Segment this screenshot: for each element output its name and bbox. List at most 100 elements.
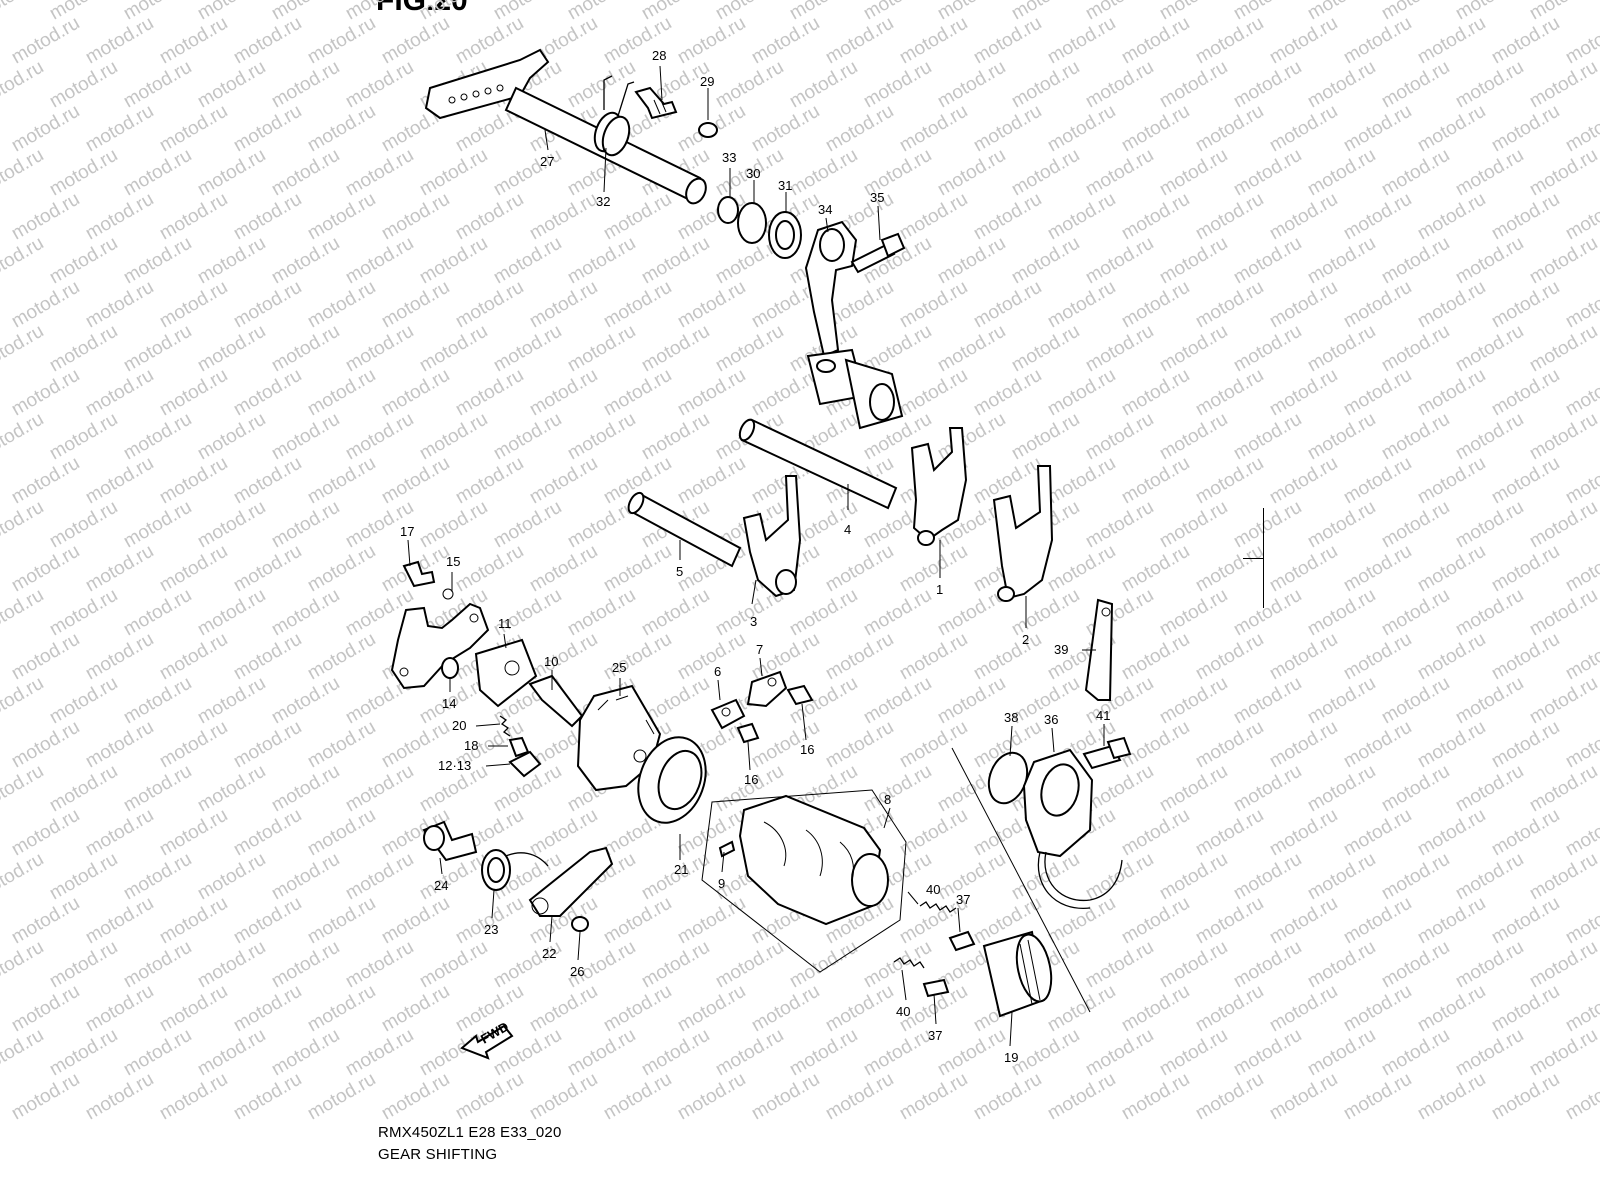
watermark-text: motod.ru	[452, 13, 527, 69]
circlip-33[interactable]	[717, 196, 739, 224]
cam-driven-gear-11[interactable]	[474, 638, 538, 708]
watermark-text: motod.ru	[1266, 717, 1341, 773]
watermark-text: motod.ru	[1562, 189, 1600, 245]
shift-fork-shaft-4[interactable]	[737, 417, 898, 510]
gearshift-cam-stopper-plate[interactable]	[390, 588, 490, 690]
watermark-text: motod.ru	[230, 189, 305, 245]
washer-30[interactable]	[737, 202, 767, 244]
gearshift-cam-8[interactable]	[701, 789, 907, 973]
pin-37a[interactable]	[948, 930, 976, 952]
clamp-39[interactable]	[1084, 598, 1114, 701]
watermark-text: motod.ru	[304, 717, 379, 773]
watermark-text: motod.ru	[82, 13, 157, 69]
watermark-text: motod.ru	[638, 321, 713, 377]
watermark-text: motod.ru	[896, 629, 971, 685]
watermark-text: motod.ru	[268, 673, 343, 729]
bolt-17[interactable]	[402, 560, 436, 588]
watermark-text: motod.ru	[600, 629, 675, 685]
pin-12-13[interactable]	[508, 750, 542, 778]
gear-position-switch-36[interactable]	[1022, 748, 1123, 909]
spring-20[interactable]	[499, 715, 511, 737]
watermark-text: motod.ru	[230, 453, 305, 509]
watermark-text: motod.ru	[1452, 585, 1527, 641]
watermark-text: motod.ru	[1414, 277, 1489, 333]
watermark-text: motod.ru	[156, 13, 231, 69]
shift-fork-1[interactable]	[910, 427, 968, 546]
watermark-text: motod.ru	[156, 101, 231, 157]
watermark-text: motod.ru	[1378, 233, 1453, 289]
watermark-text: motod.ru	[378, 13, 453, 69]
watermark-text: motod.ru	[268, 233, 343, 289]
callout-12-13: 12·13	[438, 758, 471, 773]
watermark-text: motod.ru	[342, 145, 417, 201]
washer-14[interactable]	[441, 657, 459, 679]
spring-23[interactable]	[481, 849, 549, 891]
watermark-text: motod.ru	[378, 277, 453, 333]
watermark-text: motod.ru	[600, 189, 675, 245]
washer-29[interactable]	[698, 122, 718, 138]
callout-5: 5	[676, 564, 683, 579]
watermark-text: motod.ru	[304, 453, 379, 509]
spring-40b[interactable]	[893, 957, 925, 969]
watermark-text: motod.ru	[1304, 57, 1379, 113]
watermark-text: motod.ru	[638, 1025, 713, 1081]
oil-seal-31[interactable]	[768, 211, 802, 259]
watermark-text: motod.ru	[490, 585, 565, 641]
watermark-text: motod.ru	[1488, 541, 1563, 597]
stopper-lever-22[interactable]	[528, 846, 614, 917]
watermark-text: motod.ru	[526, 453, 601, 509]
watermark-text: motod.ru	[452, 1069, 527, 1125]
watermark-text: motod.ru	[230, 101, 305, 157]
callout-labels: 27 32 28 29 33 30 31 34 35 4 5 3 1 2 39 …	[400, 48, 1110, 1065]
gearshift-cam-25[interactable]	[576, 684, 662, 792]
watermark-text: motod.ru	[934, 321, 1009, 377]
screw-16a[interactable]	[786, 684, 814, 706]
watermark-text: motod.ru	[1526, 937, 1600, 993]
shift-fork-shaft-5[interactable]	[626, 490, 742, 568]
bearing-19[interactable]	[982, 930, 1057, 1018]
return-spring[interactable]	[590, 75, 635, 159]
shift-fork-2[interactable]	[992, 465, 1054, 602]
watermark-text: motod.ru	[748, 101, 823, 157]
watermark-text: motod.ru	[268, 409, 343, 465]
watermark-text: motod.ru	[1192, 805, 1267, 861]
watermark-text: motod.ru	[1118, 805, 1193, 861]
watermark-text: motod.ru	[8, 805, 83, 861]
watermark-text: motod.ru	[564, 585, 639, 641]
washer-26[interactable]	[571, 916, 589, 932]
bolt-35[interactable]	[850, 232, 906, 274]
callout-16b: 16	[744, 772, 758, 787]
screw-16b[interactable]	[736, 722, 760, 744]
watermark-text: motod.ru	[120, 321, 195, 377]
watermark-text: motod.ru	[0, 761, 47, 817]
watermark-text: motod.ru	[526, 277, 601, 333]
watermark-text: motod.ru	[304, 805, 379, 861]
pin-37b[interactable]	[922, 978, 950, 998]
watermark-text: motod.ru	[1562, 453, 1600, 509]
callout-8: 8	[884, 792, 891, 807]
bolt-41[interactable]	[1082, 736, 1132, 770]
watermark-text: motod.ru	[120, 849, 195, 905]
watermark-text: motod.ru	[1340, 13, 1415, 69]
watermark-text: motod.ru	[342, 57, 417, 113]
watermark-text: motod.ru	[1156, 585, 1231, 641]
watermark-text: motod.ru	[1082, 497, 1157, 553]
shift-fork-3[interactable]	[742, 475, 802, 598]
watermark-text: motod.ru	[1378, 145, 1453, 201]
cam-stopper-7[interactable]	[746, 670, 788, 708]
bolt-10[interactable]	[528, 674, 584, 728]
watermark-text: motod.ru	[1044, 101, 1119, 157]
bearing-21[interactable]	[627, 728, 717, 833]
watermark-text: motod.ru	[120, 409, 195, 465]
watermark-text: motod.ru	[490, 233, 565, 289]
bolt-28[interactable]	[634, 86, 678, 120]
callout-23: 23	[484, 922, 498, 937]
watermark-text: motod.ru	[1008, 233, 1083, 289]
cam-guide-6[interactable]	[710, 698, 746, 730]
gearshift-arm[interactable]	[804, 220, 904, 430]
pin-9[interactable]	[718, 840, 736, 858]
bolt-24[interactable]	[422, 820, 478, 862]
spring-40a[interactable]	[919, 901, 957, 913]
watermark-text: motod.ru	[378, 365, 453, 421]
watermark-text: motod.ru	[970, 365, 1045, 421]
